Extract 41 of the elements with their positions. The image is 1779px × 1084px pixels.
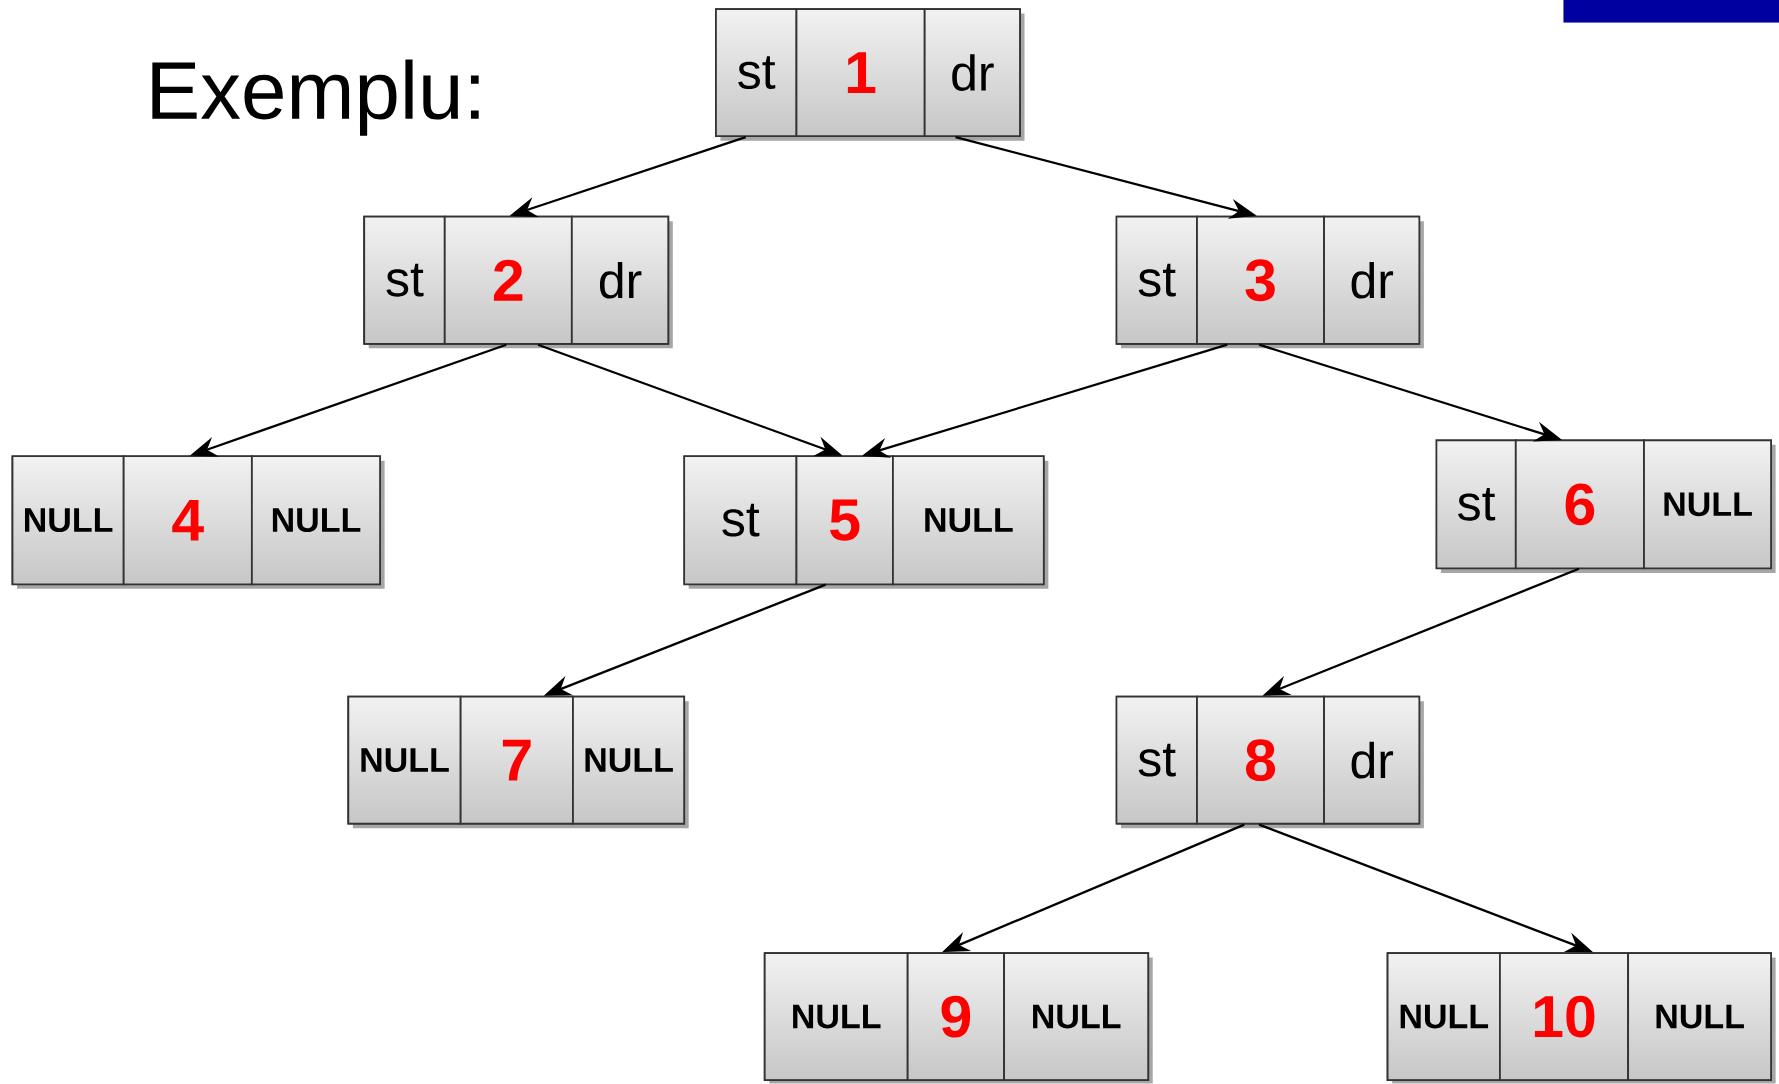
record-cell: st <box>363 216 446 345</box>
record-cell: st <box>1435 439 1517 570</box>
record-box <box>1115 216 1424 349</box>
record-cell: 5 <box>795 455 894 586</box>
record-cell: dr <box>1323 695 1421 825</box>
title: Exemplu: <box>152 59 479 136</box>
record-cell: NULL <box>1003 952 1150 1082</box>
record-box <box>763 952 1153 1084</box>
record-cell: NULL <box>11 455 125 586</box>
record-cell: st <box>715 8 798 138</box>
record-cell: dr <box>1323 216 1421 345</box>
record-cell: st <box>683 455 798 586</box>
record-cell: 3 <box>1196 216 1325 345</box>
record-cell: 4 <box>122 455 253 586</box>
record-cell: dr <box>570 216 670 345</box>
record-box <box>1435 439 1776 574</box>
record-box <box>1115 695 1424 829</box>
record-cell: dr <box>923 8 1021 138</box>
record-cell: NULL <box>1643 439 1772 570</box>
record-cell: NULL <box>763 952 909 1082</box>
record-cell: 2 <box>443 216 573 345</box>
record-box <box>1386 952 1776 1084</box>
record-cell: 6 <box>1514 439 1645 570</box>
record-cell: NULL <box>1627 952 1772 1082</box>
record-cell: NULL <box>1386 952 1501 1082</box>
record-cell: st <box>1115 216 1198 345</box>
record-box <box>363 216 673 349</box>
record-cell: 1 <box>795 8 926 138</box>
record-cell: 10 <box>1499 952 1630 1082</box>
record-box <box>11 455 385 590</box>
record-box <box>347 695 689 829</box>
record-cell: st <box>1115 695 1198 825</box>
record-cell: 8 <box>1196 695 1325 825</box>
record-cell: 7 <box>459 695 574 825</box>
record-cell: NULL <box>250 455 381 586</box>
record-cell: NULL <box>347 695 462 825</box>
record-cell: NULL <box>572 695 686 825</box>
record-cell: NULL <box>892 455 1045 586</box>
record-cell: 9 <box>906 952 1005 1082</box>
record-box <box>683 455 1049 590</box>
record-box <box>715 8 1025 141</box>
